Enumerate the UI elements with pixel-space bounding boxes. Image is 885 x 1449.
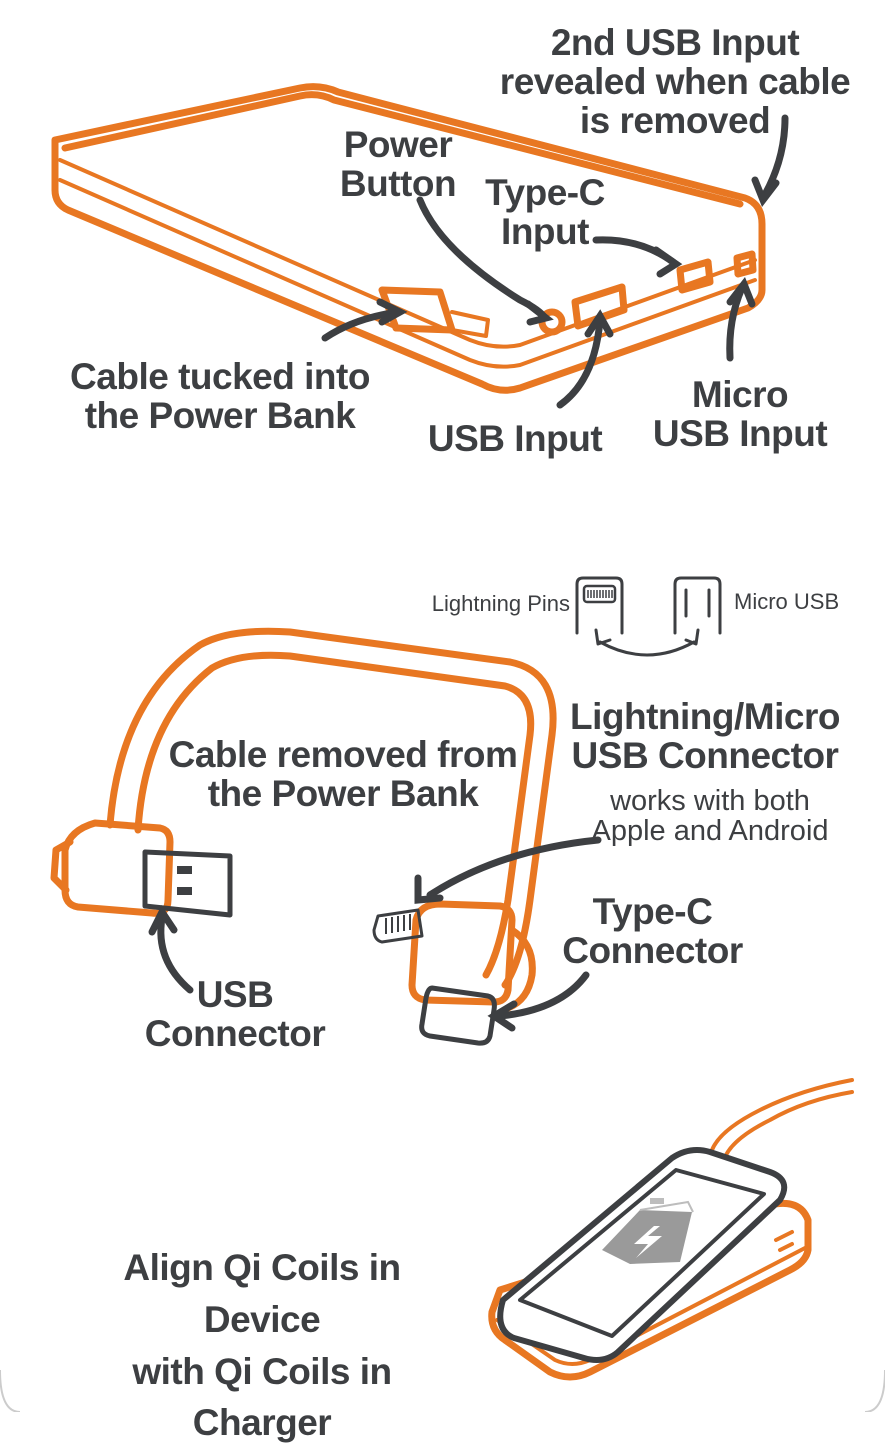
label-micro-usb: Micro USB: [734, 589, 840, 614]
usb-port-graphic: [571, 283, 628, 330]
label-power-button: Power Button: [339, 124, 457, 204]
label-cable-removed: Cable removed from the Power Bank: [168, 734, 518, 814]
label-usb-input: USB Input: [427, 418, 603, 459]
diagram-canvas: 2nd USB Input revealed when cable is rem…: [0, 22, 885, 1444]
power-bank-illustration: [51, 83, 766, 394]
lightning-pins-icon: [582, 584, 617, 604]
label-cable-tucked: Cable tucked into the Power Bank: [70, 356, 370, 436]
usb-plug-icon: [142, 849, 233, 918]
top-arrows: [321, 114, 789, 409]
wireless-charger-illustration: [488, 1078, 854, 1381]
label-lightning-pins: Lightning Pins: [431, 591, 570, 616]
label-usb-connector: USB Connector: [144, 974, 326, 1054]
micro-usb-pins-icon: [684, 588, 711, 618]
label-type-c-connector: Type-C Connector: [562, 891, 743, 971]
label-lightning-micro-connector: Lightning/Micro USB Connector: [570, 696, 840, 776]
label-works-with-both: works with both Apple and Android: [591, 785, 829, 848]
illustration-layer: [0, 83, 885, 1412]
lightning-plug-icon: [372, 908, 424, 944]
middle-arrows: [148, 836, 602, 1032]
label-align-qi: Align Qi Coils in Device with Qi Coils i…: [123, 1247, 401, 1444]
label-micro-usb-input: Micro USB Input: [652, 374, 828, 454]
type-c-plug-icon: [419, 985, 497, 1046]
pin-icons: [575, 576, 722, 657]
micro-usb-port-graphic: [733, 250, 757, 278]
battery-bolt-icon: [602, 1198, 694, 1264]
type-c-port-graphic: [676, 258, 714, 294]
label-second-usb-input: 2nd USB Input revealed when cable is rem…: [499, 22, 851, 141]
cable-illustration: [50, 627, 557, 1046]
label-type-c-input: Type-C Input: [485, 172, 605, 252]
